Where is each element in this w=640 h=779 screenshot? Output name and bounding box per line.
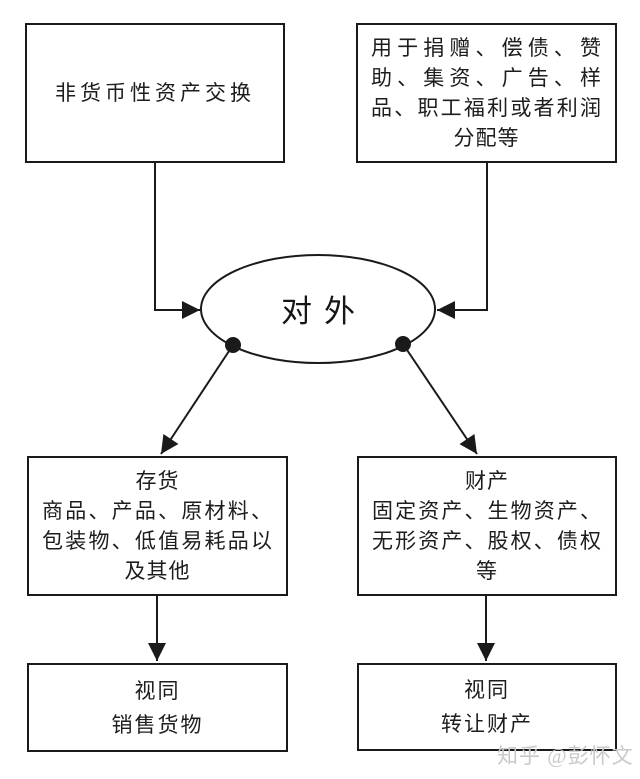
node-text-line: 商品、产品、原材料、 <box>42 499 273 523</box>
node-text-line: 及其他 <box>124 559 191 583</box>
node-text-line: 非货币性资产交换 <box>55 81 255 105</box>
hub-label-external: 对外 <box>281 294 367 329</box>
zhihu-watermark: 知乎 @彭怀文 <box>497 744 634 768</box>
node-text-line: 视同 <box>134 678 181 703</box>
node-text-line: 包装物、低值易耗品以 <box>42 529 273 553</box>
hub-ellipse <box>200 254 436 364</box>
node-used-for-donation-etc: 用于捐赠、偿债、赞 助、集资、广告、样 品、职工福利或者利润 分配等 <box>356 23 617 163</box>
node-text-line: 无形资产、股权、债权 <box>372 529 602 553</box>
node-text-line: 用于捐赠、偿债、赞 <box>371 36 602 60</box>
node-deemed-sale-of-goods: 视同 销售货物 <box>27 663 288 752</box>
connector-hub-to-midright <box>402 343 478 455</box>
hub-port-dot-left <box>225 337 241 353</box>
node-title-line: 存货 <box>135 469 180 493</box>
node-text-line: 助、集资、广告、样 <box>371 66 602 90</box>
node-text-line: 视同 <box>464 678 510 702</box>
node-title-line: 财产 <box>465 469 509 493</box>
node-text-line: 等 <box>476 559 498 583</box>
hub-port-dot-right <box>395 336 411 352</box>
node-property: 财产 固定资产、生物资产、 无形资产、股权、债权 等 <box>357 456 617 596</box>
connector-topright-to-hub <box>437 163 488 319</box>
node-text-line: 分配等 <box>453 126 520 150</box>
connector-hub-to-midleft <box>160 344 234 455</box>
node-text-line: 品、职工福利或者利润 <box>371 96 602 120</box>
node-deemed-transfer-of-property: 视同 转让财产 <box>357 663 617 751</box>
connector-topleft-to-hub <box>154 163 200 319</box>
node-nonmonetary-asset-exchange: 非货币性资产交换 <box>25 23 285 163</box>
node-text-line: 销售货物 <box>111 712 204 737</box>
node-text-line: 固定资产、生物资产、 <box>372 499 602 523</box>
node-text-line: 转让财产 <box>441 712 533 736</box>
node-inventory: 存货 商品、产品、原材料、 包装物、低值易耗品以 及其他 <box>27 456 288 596</box>
